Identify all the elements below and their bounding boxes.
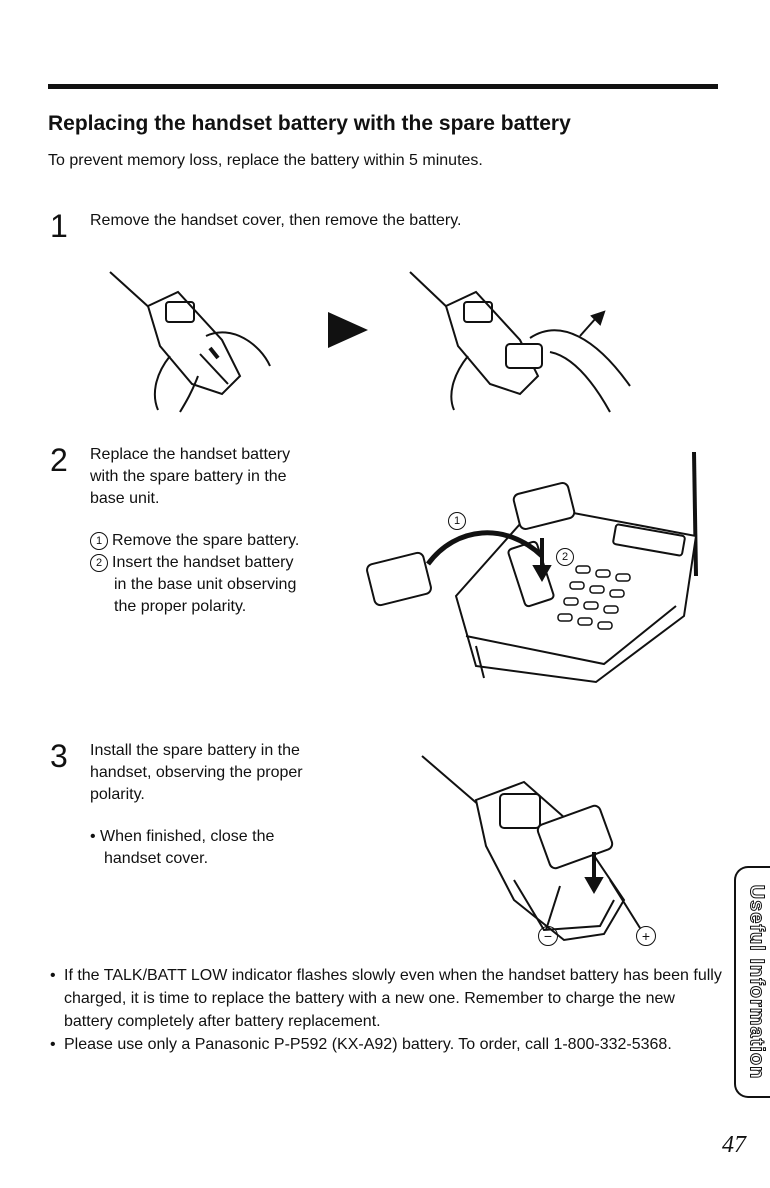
step-2-text: Replace the handset battery with the spa… [90,446,291,507]
notes: •If the TALK/BATT LOW indicator flashes … [48,964,728,1056]
step-3-illustration-handset [421,755,641,942]
side-tab-label: Useful Information [745,884,768,1080]
step-3-number: 3 [50,738,68,774]
step-1-illustration-before [109,271,271,413]
intro-text: To prevent memory loss, replace the batt… [48,152,483,169]
side-tab: Useful Information [734,866,770,1098]
page-number: 47 [722,1132,746,1158]
step-3-bullet: • When finished, close the handset cover… [90,828,275,867]
step-1-illustration-after [409,271,631,413]
next-arrow-icon [328,312,368,348]
marker-1-icon: 1 [90,532,108,550]
figure-marker-2: 2 [556,548,574,566]
note-battery-replacement: •If the TALK/BATT LOW indicator flashes … [50,967,722,1030]
step-1-number: 1 [50,208,68,244]
section-title: Replacing the handset battery with the s… [48,112,571,135]
step-3-text: Install the spare battery in the handset… [90,742,303,803]
step-2-number: 2 [50,442,68,478]
top-rule [48,84,718,89]
step-1-text: Remove the handset cover, then remove th… [90,212,462,229]
figure-marker-1: 1 [448,512,466,530]
step-2-illustration-base-unit [366,451,698,684]
plus-terminal-icon: + [636,926,656,946]
marker-2-icon: 2 [90,554,108,572]
note-battery-order: •Please use only a Panasonic P-P592 (KX-… [50,1036,672,1053]
minus-terminal-icon: − [538,926,558,946]
